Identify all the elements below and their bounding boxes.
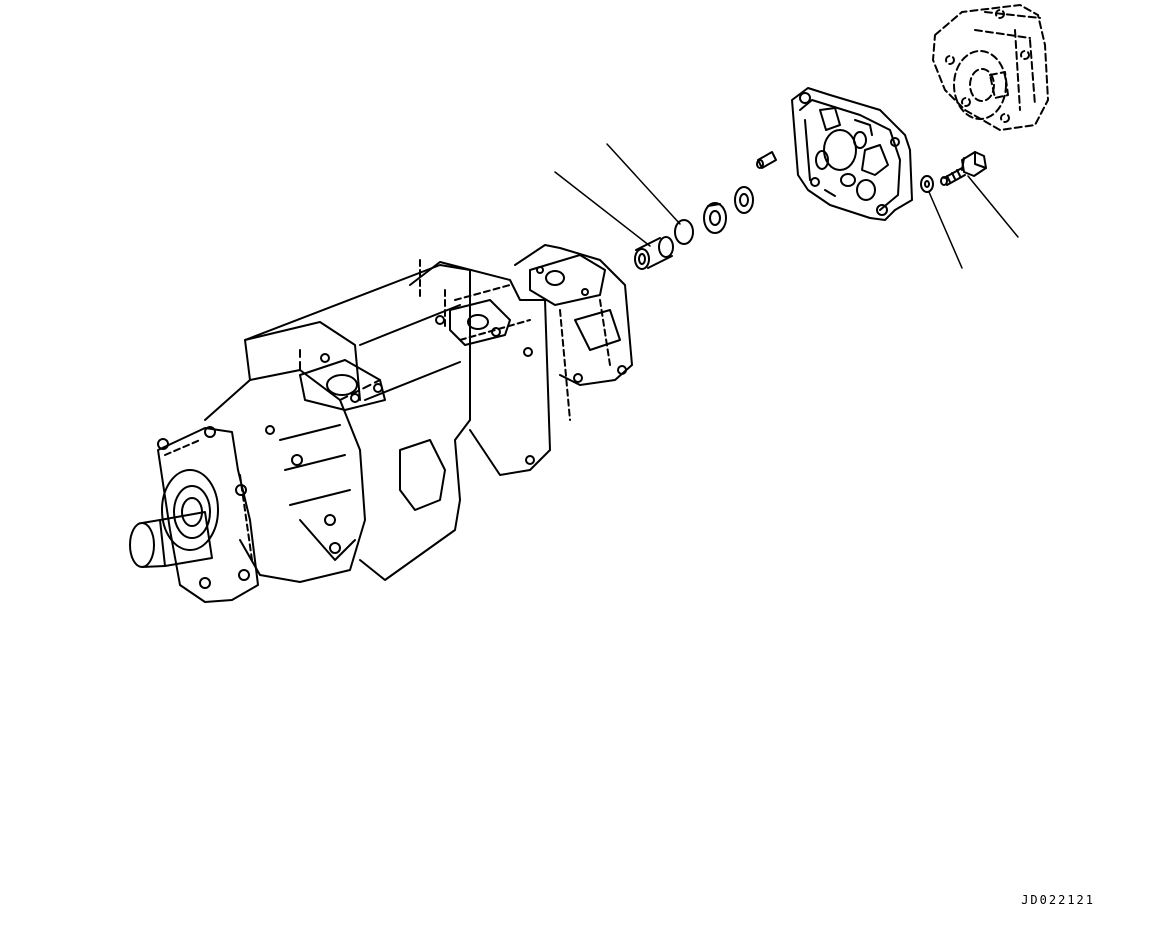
drawing-reference-code: JD022121 [1021, 893, 1095, 907]
leader-line-bolt [967, 175, 1019, 238]
leader-line-o-ring [606, 143, 681, 225]
rear-pump-section [932, 4, 1049, 131]
leader-lines [554, 143, 1019, 269]
spacer-collar [634, 236, 674, 270]
o-ring [674, 219, 694, 245]
bearing-washer [703, 202, 727, 234]
flat-washer [734, 186, 754, 214]
leader-line-spacer-collar [554, 171, 651, 247]
dowel-pin [756, 151, 777, 169]
cover-plate [791, 87, 913, 221]
pump-assembly [129, 244, 633, 603]
leader-line-spring-washer [928, 191, 963, 269]
bolt [940, 151, 987, 186]
spring-washer [920, 175, 934, 193]
